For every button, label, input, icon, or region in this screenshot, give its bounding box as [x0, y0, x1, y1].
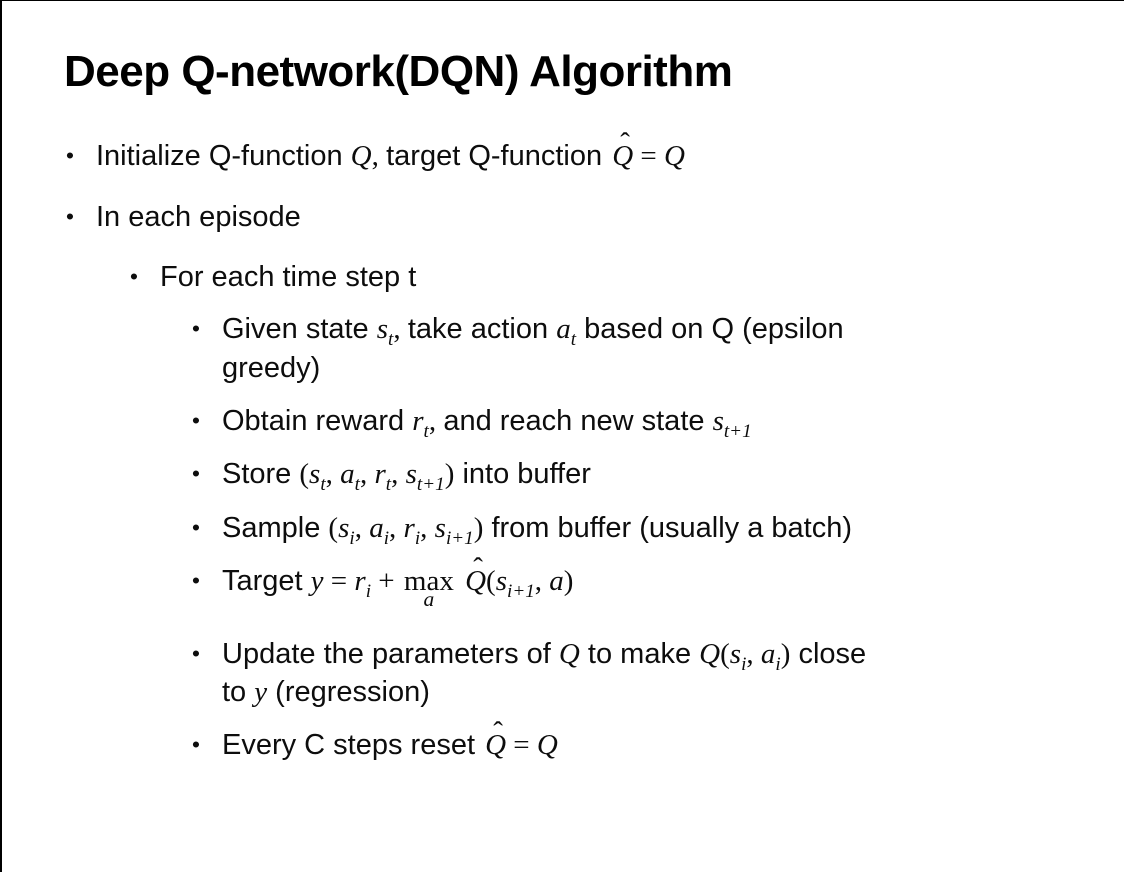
- bullet-item: • Initialize Q-function Q, target Q-funct…: [66, 126, 1124, 175]
- math-operator: ,: [325, 458, 341, 491]
- math-symbol: st+1: [712, 404, 752, 442]
- math-operator: ): [473, 511, 484, 544]
- math-symbol: Q: [350, 140, 372, 173]
- bullet-marker: •: [66, 143, 74, 169]
- bullet-marker: •: [192, 732, 200, 758]
- math-symbol: ai: [760, 637, 781, 675]
- math-operator: ,: [428, 404, 444, 437]
- math-operator: ,: [391, 458, 406, 491]
- bullet-item: • In each episode: [66, 198, 1124, 236]
- bullet-marker: •: [130, 263, 138, 289]
- math-symbol: rt: [412, 404, 429, 442]
- math-symbol: at: [556, 313, 577, 351]
- bullet-text: Given state st, take action at based on …: [222, 313, 844, 384]
- math-operator: (: [299, 458, 310, 491]
- math-symbol: si: [729, 637, 747, 675]
- bullet-item: • Update the parameters of Q to make Q(si…: [192, 635, 1124, 712]
- bullet-marker: •: [192, 640, 200, 666]
- math-operator: ,: [371, 140, 387, 173]
- math-symbol: st: [376, 313, 394, 351]
- bullet-text: Store (st, at, rt, st+1) into buffer: [222, 458, 591, 496]
- math-operator: ,: [746, 637, 761, 670]
- bullet-text: Initialize Q-function Q, target Q-functi…: [96, 126, 685, 175]
- bullet-marker: •: [192, 461, 200, 487]
- math-operator: ): [563, 565, 574, 598]
- bullet-text: For each time step t: [160, 260, 417, 293]
- bullet-item: •Given state st, take action at based on…: [192, 310, 1124, 387]
- bullet-list: • Initialize Q-function Q, target Q-funct…: [2, 126, 1124, 765]
- math-symbol: si+1: [434, 511, 474, 549]
- math-operator: ,: [420, 511, 435, 544]
- math-symbol: st+1: [405, 458, 445, 496]
- math-symbol: Q: [664, 140, 685, 173]
- slide-title: Deep Q-network(DQN) Algorithm: [64, 47, 733, 96]
- math-symbol: y: [310, 565, 324, 598]
- math-operator: (: [486, 565, 496, 598]
- math-symbol: st: [309, 458, 326, 496]
- math-operator: =: [506, 729, 537, 762]
- math-operator: ,: [354, 511, 370, 544]
- math-operator: =: [323, 565, 355, 598]
- math-operator: ): [780, 637, 791, 670]
- bullet-text: Obtain reward rt, and reach new state st…: [222, 404, 752, 442]
- bullet-item: • Sample (si, ai, ri, si+1) from buffer (…: [192, 509, 1124, 549]
- math-operator: ,: [389, 511, 404, 544]
- math-operator: ,: [393, 313, 408, 346]
- math-symbol: si: [338, 511, 355, 549]
- math-symbol: Q: [558, 637, 580, 670]
- bullet-item: • For each time step t: [130, 258, 1124, 296]
- bullet-marker: •: [192, 316, 200, 342]
- math-symbol: ri: [403, 511, 421, 549]
- math-operator: ,: [360, 458, 375, 491]
- math-symbol: a: [549, 565, 564, 598]
- bullet-marker: •: [192, 407, 200, 433]
- bullet-text: Update the parameters of Q to make Q(si,…: [222, 637, 867, 709]
- bullet-marker: •: [192, 568, 200, 594]
- math-symbol: ai: [369, 511, 390, 549]
- math-symbol: y: [254, 676, 268, 709]
- bullet-text: In each episode: [96, 200, 301, 233]
- math-symbol: si+1: [495, 565, 535, 603]
- math-symbol: ri: [354, 565, 372, 603]
- math-operator: =: [633, 140, 664, 173]
- math-operator: (: [720, 637, 730, 670]
- math-symbol: Q: [699, 637, 721, 670]
- math-symbol: rt: [374, 458, 392, 496]
- bullet-item: • Obtain reward rt, and reach new state s…: [192, 402, 1124, 442]
- math-operator: [456, 565, 463, 597]
- bullet-marker: •: [66, 203, 74, 229]
- math-symbol: Q: [536, 729, 558, 762]
- math-operator: ,: [534, 565, 550, 598]
- math-symbol: at: [340, 458, 360, 496]
- math-operator: +: [371, 565, 402, 598]
- math-operator: ): [444, 458, 455, 491]
- bullet-item: • Store (st, at, rt, st+1) into buffer: [192, 455, 1124, 496]
- math-operator: (: [328, 511, 339, 544]
- bullet-text: Sample (si, ai, ri, si+1) from buffer (u…: [222, 511, 852, 549]
- bullet-marker: •: [192, 514, 200, 540]
